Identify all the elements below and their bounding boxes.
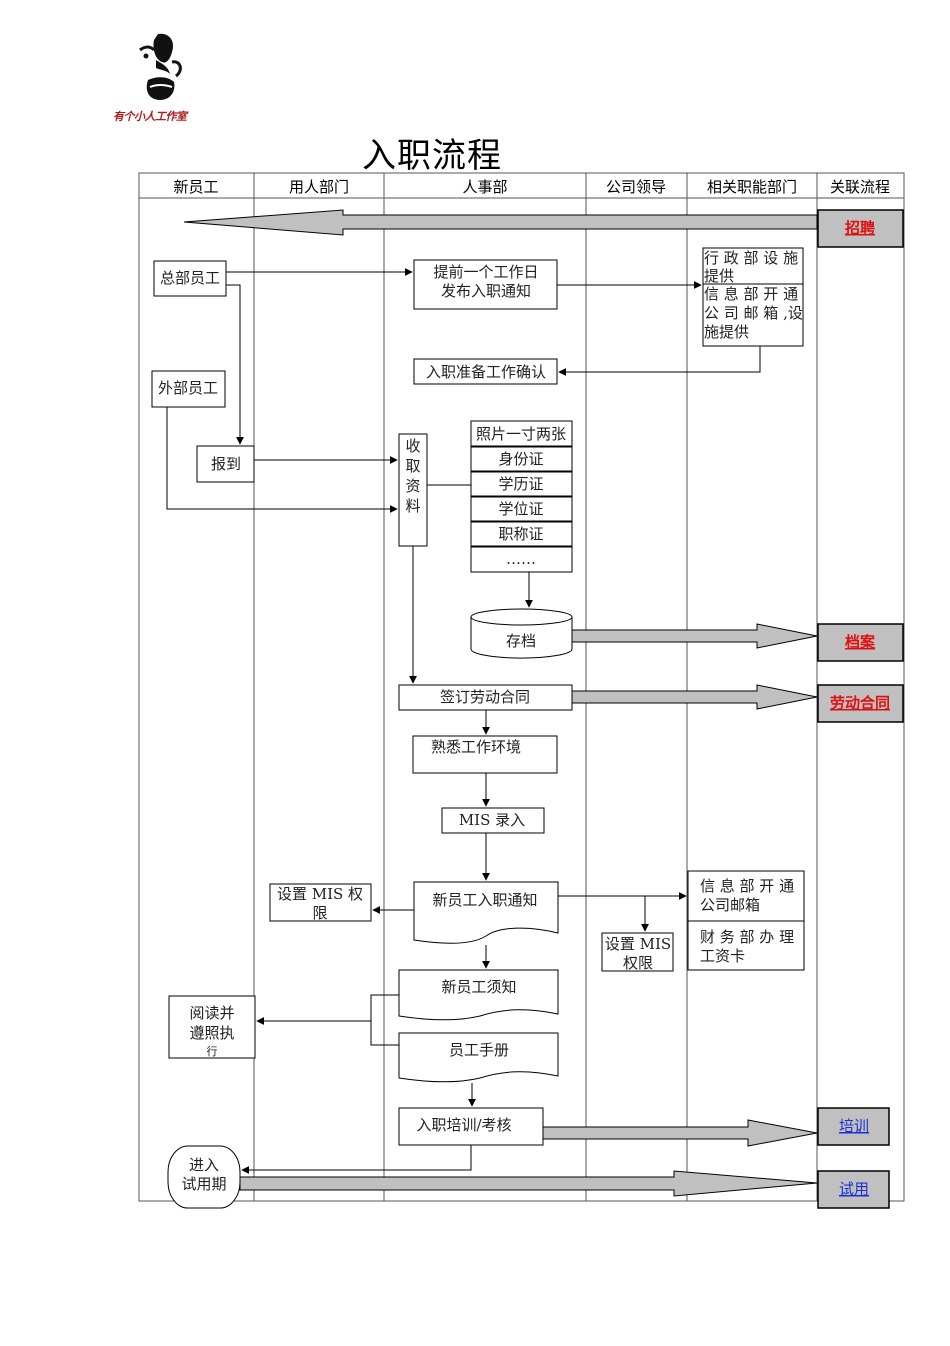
page-title: 入职流程 bbox=[362, 136, 502, 176]
svg-text:外部员工: 外部员工 bbox=[158, 379, 218, 397]
column-header-hiring-dept: 用人部门 bbox=[289, 178, 349, 196]
node-familiarize: 熟悉工作环境 bbox=[412, 735, 558, 774]
column-header-leadership: 公司领导 bbox=[606, 178, 666, 196]
svg-text:提供: 提供 bbox=[704, 267, 734, 285]
node-read-follow: 阅读并 遵照执 行 bbox=[168, 995, 256, 1059]
training-flow-arrow bbox=[542, 1119, 818, 1147]
svg-text:MIS 录入: MIS 录入 bbox=[459, 811, 525, 829]
node-new-employee-notice: 新员工入职通知 bbox=[413, 881, 559, 944]
column-header-hr: 人事部 bbox=[462, 178, 507, 196]
svg-text:新员工须知: 新员工须知 bbox=[441, 978, 516, 996]
svg-text:设置 MIS 权: 设置 MIS 权 bbox=[277, 885, 363, 903]
face-ink-portrait-icon bbox=[139, 33, 182, 100]
node-admin-info-facilities: 行 政 部 设 施 提供 信 息 部 开 通 公 司 邮 箱 ,设 施提供 bbox=[702, 247, 804, 347]
svg-text:档案[interactable]: 档案 bbox=[845, 633, 876, 651]
svg-text:料: 料 bbox=[405, 497, 420, 515]
column-header-functional-depts: 相关职能部门 bbox=[707, 178, 797, 196]
node-report: 报到 bbox=[196, 445, 255, 483]
swimlane-grid bbox=[138, 172, 905, 1202]
studio-logo bbox=[110, 30, 210, 130]
svg-text:行: 行 bbox=[207, 1045, 218, 1058]
svg-text:试用[interactable]: 试用 bbox=[839, 1180, 869, 1198]
node-hq-staff: 总部员工 bbox=[153, 260, 227, 297]
node-info-finance: 信 息 部 开 通 公司邮箱 财 务 部 办 理 工资卡 bbox=[687, 870, 805, 971]
link-labor-contract[interactable]: 劳动合同 bbox=[817, 684, 904, 723]
column-header-new-employee: 新员工 bbox=[173, 178, 218, 196]
node-training-exam: 入职培训/考核 bbox=[398, 1107, 544, 1146]
doc-item: 照片一寸两张 bbox=[476, 425, 566, 443]
svg-text:入职培训/考核: 入职培训/考核 bbox=[416, 1116, 511, 1134]
svg-text:熟悉工作环境: 熟悉工作环境 bbox=[431, 738, 521, 756]
node-collect-documents: 收 取 资 料 bbox=[398, 433, 428, 547]
link-recruit[interactable]: 招聘 bbox=[817, 209, 904, 248]
trial-flow-arrow bbox=[239, 1170, 818, 1197]
svg-text:新员工入职通知: 新员工入职通知 bbox=[432, 891, 537, 909]
svg-text:签订劳动合同: 签订劳动合同 bbox=[440, 688, 530, 706]
svg-text:试用期: 试用期 bbox=[181, 1175, 226, 1193]
node-prep-confirm: 入职准备工作确认 bbox=[413, 358, 558, 385]
svg-text:财 务 部 办 理: 财 务 部 办 理 bbox=[700, 928, 794, 946]
node-enter-trial: 进入 试用期 bbox=[167, 1145, 241, 1209]
svg-text:限: 限 bbox=[312, 904, 327, 922]
node-archive-store: 存档 bbox=[470, 608, 573, 659]
column-headers: 新员工 用人部门 人事部 公司领导 相关职能部门 关联流程 bbox=[173, 178, 890, 196]
svg-text:公司邮箱: 公司邮箱 bbox=[700, 896, 760, 914]
doc-item: 身份证 bbox=[498, 450, 543, 468]
svg-text:培训[interactable]: 培训 bbox=[839, 1117, 869, 1135]
svg-text:阅读并: 阅读并 bbox=[189, 1004, 234, 1022]
svg-text:行 政 部 设 施: 行 政 部 设 施 bbox=[704, 249, 798, 267]
svg-text:发布入职通知: 发布入职通知 bbox=[441, 282, 531, 300]
archive-flow-arrow bbox=[571, 623, 818, 649]
node-publish-notice: 提前一个工作日 发布入职通知 bbox=[413, 259, 558, 310]
svg-text:员工手册: 员工手册 bbox=[449, 1041, 509, 1059]
svg-text:进入: 进入 bbox=[189, 1156, 219, 1174]
svg-text:入职准备工作确认: 入职准备工作确认 bbox=[426, 363, 546, 381]
svg-text:资: 资 bbox=[405, 477, 420, 495]
node-employee-handbook: 员工手册 bbox=[398, 1032, 559, 1083]
link-training[interactable]: 培训 bbox=[817, 1107, 890, 1146]
contract-flow-arrow bbox=[571, 684, 818, 710]
node-leader-set-mis: 设置 MIS 权限 bbox=[601, 932, 674, 972]
doc-item: …… bbox=[506, 550, 536, 568]
svg-text:设置 MIS: 设置 MIS bbox=[605, 935, 671, 953]
doc-item: 学历证 bbox=[498, 475, 543, 493]
node-dept-set-mis: 设置 MIS 权 限 bbox=[269, 883, 372, 922]
svg-text:取: 取 bbox=[405, 457, 420, 475]
node-sign-contract: 签订劳动合同 bbox=[398, 684, 573, 711]
doc-item: 职称证 bbox=[498, 525, 543, 543]
svg-text:施提供: 施提供 bbox=[704, 323, 749, 341]
svg-text:提前一个工作日: 提前一个工作日 bbox=[433, 263, 538, 281]
svg-text:工资卡: 工资卡 bbox=[700, 947, 745, 965]
node-external-staff: 外部员工 bbox=[151, 370, 226, 408]
node-mis-entry: MIS 录入 bbox=[441, 807, 545, 834]
recruit-flow-arrow bbox=[183, 209, 818, 236]
svg-text:总部员工: 总部员工 bbox=[160, 269, 220, 287]
svg-text:招聘[interactable]: 招聘 bbox=[845, 219, 875, 237]
svg-text:报到: 报到 bbox=[211, 455, 241, 473]
svg-text:公 司 邮 箱 ,设: 公 司 邮 箱 ,设 bbox=[704, 304, 803, 322]
svg-text:信 息 部 开 通: 信 息 部 开 通 bbox=[704, 285, 798, 303]
svg-text:遵照执: 遵照执 bbox=[189, 1024, 234, 1042]
logo-caption: 有个小人工作室 bbox=[113, 110, 187, 123]
link-trial[interactable]: 试用 bbox=[817, 1170, 890, 1209]
svg-text:劳动合同[interactable]: 劳动合同 bbox=[830, 694, 890, 712]
svg-text:信 息 部 开 通: 信 息 部 开 通 bbox=[700, 877, 794, 895]
svg-text:权限: 权限 bbox=[623, 954, 653, 972]
node-employee-guide: 新员工须知 bbox=[398, 969, 559, 1021]
svg-text:收: 收 bbox=[405, 437, 420, 455]
svg-text:存档: 存档 bbox=[506, 632, 536, 650]
doc-item: 学位证 bbox=[498, 500, 543, 518]
connectors bbox=[166, 268, 761, 1174]
documents-list: 照片一寸两张 身份证 学历证 学位证 职称证 …… bbox=[470, 420, 573, 573]
column-header-related-processes: 关联流程 bbox=[830, 178, 890, 196]
link-archive[interactable]: 档案 bbox=[817, 623, 904, 662]
